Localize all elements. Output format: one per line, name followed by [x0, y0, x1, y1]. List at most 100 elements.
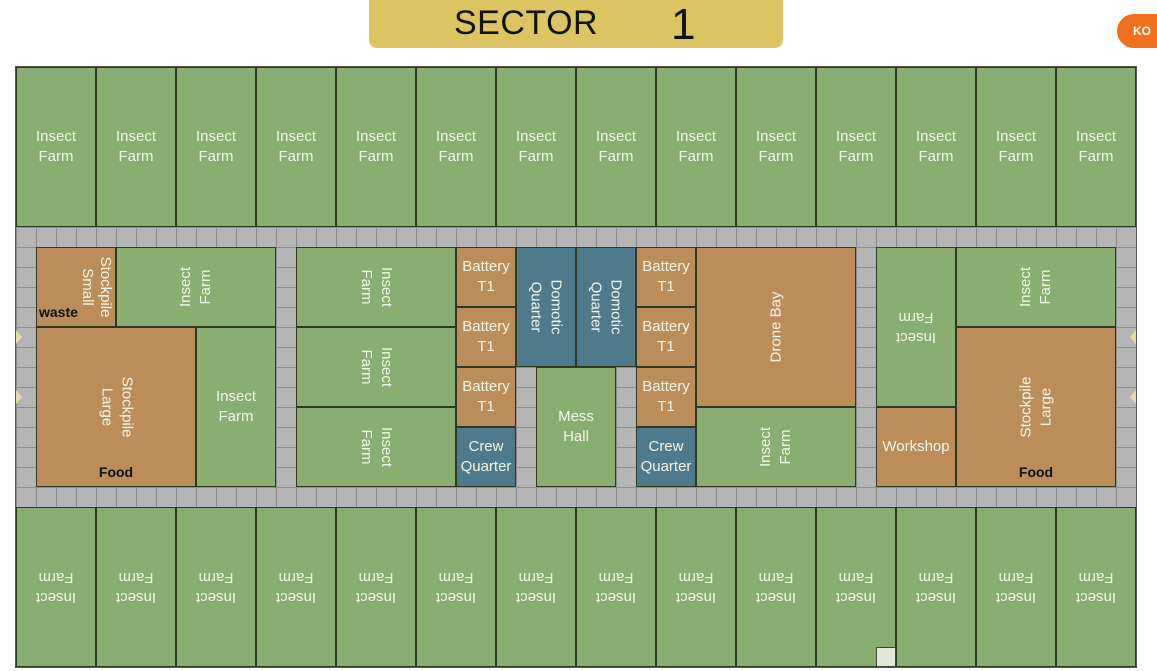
room-insect-farm-top[interactable]: Insect Farm — [416, 67, 496, 227]
room-domotic-quarter[interactable]: Domotic Quarter — [516, 247, 576, 367]
room-insect-farm-top[interactable]: Insect Farm — [816, 67, 896, 227]
room-insect-farm-top[interactable]: Insect Farm — [16, 67, 96, 227]
room-insect-farm-bottom[interactable]: Insect Farm — [96, 507, 176, 667]
door-left-2-icon[interactable] — [16, 390, 22, 404]
room-crew-quarter[interactable]: Crew Quarter — [456, 427, 516, 487]
room-label: Insect Farm — [755, 569, 797, 606]
room-label: Crew Quarter — [640, 438, 692, 475]
room-label: Battery T1 — [642, 258, 690, 295]
room-insect-farm-top[interactable]: Insect Farm — [896, 67, 976, 227]
room-label: Insect Farm — [358, 346, 395, 388]
room-label: Insect Farm — [915, 569, 957, 606]
sector-number: 1 — [671, 0, 696, 49]
room-label: Insect Farm — [355, 569, 397, 606]
room-label: Insect Farm — [355, 128, 397, 165]
room-domotic-quarter[interactable]: Domotic Quarter — [576, 247, 636, 367]
room-label: Stockpile Large — [98, 376, 135, 438]
room-insect-farm-bottom[interactable]: Insect Farm — [256, 507, 336, 667]
room-drone-bay[interactable]: Drone Bay — [696, 247, 856, 407]
room-insect-farm-bottom[interactable]: Insect Farm — [416, 507, 496, 667]
room-label: Insect Farm — [195, 569, 237, 606]
room-workshop[interactable]: Workshop — [876, 407, 956, 487]
door-left-1-icon[interactable] — [16, 330, 22, 344]
room-label: Insect Farm — [177, 266, 214, 308]
room-insect-farm-top[interactable]: Insect Farm — [1056, 67, 1136, 227]
room-label: Insect Farm — [1075, 569, 1117, 606]
room-insect-farm-bottom[interactable]: Insect Farm — [496, 507, 576, 667]
sector-title-bar: SECTOR 1 — [369, 0, 783, 49]
room-insect-farm-bottom[interactable]: Insect Farm — [656, 507, 736, 667]
room-insect-farm-bottom[interactable]: Insect Farm — [896, 507, 976, 667]
room-label: Insect Farm — [275, 128, 317, 165]
room-label: Insect Farm — [757, 426, 794, 468]
room-label: Insect Farm — [995, 128, 1037, 165]
room-label: Crew Quarter — [460, 438, 512, 475]
room-label: Insect Farm — [35, 569, 77, 606]
room-insect-farm[interactable]: Insect Farm — [296, 407, 456, 487]
storage-content-label: Food — [1018, 464, 1054, 480]
room-insect-farm-top[interactable]: Insect Farm — [96, 67, 176, 227]
room-label: Insect Farm — [915, 128, 957, 165]
room-crew-quarter[interactable]: Crew Quarter — [636, 427, 696, 487]
room-insect-farm-top[interactable]: Insect Farm — [576, 67, 656, 227]
room-label: Insect Farm — [358, 266, 395, 308]
room-insect-farm-bottom[interactable]: Insect Farm — [976, 507, 1056, 667]
room-insect-farm-bottom[interactable]: Insect Farm — [576, 507, 656, 667]
room-insect-farm[interactable]: Insect Farm — [696, 407, 856, 487]
room-label: Battery T1 — [642, 318, 690, 355]
room-label: Battery T1 — [462, 378, 510, 415]
sector-title: SECTOR — [454, 4, 599, 42]
room-insect-farm[interactable]: Insect Farm — [196, 327, 276, 487]
room-insect-farm-bottom[interactable]: Insect Farm — [16, 507, 96, 667]
room-insect-farm-bottom[interactable]: Insect Farm — [176, 507, 256, 667]
room-insect-farm[interactable]: Insect Farm — [116, 247, 276, 327]
room-insect-farm-bottom[interactable]: Insect Farm — [1056, 507, 1136, 667]
room-label: Insect Farm — [1075, 128, 1117, 165]
room-label: Insect Farm — [755, 128, 797, 165]
room-label: Insect Farm — [1017, 266, 1054, 308]
room-insect-farm[interactable]: Insect Farm — [296, 327, 456, 407]
room-mess-hall[interactable]: Mess Hall — [536, 367, 616, 487]
room-battery-t1[interactable]: Battery T1 — [456, 247, 516, 307]
room-label: Mess Hall — [558, 408, 594, 445]
room-insect-farm-top[interactable]: Insect Farm — [176, 67, 256, 227]
room-insect-farm-top[interactable]: Insect Farm — [496, 67, 576, 227]
door-right-2-icon[interactable] — [1130, 390, 1136, 404]
room-label: Insect Farm — [115, 569, 157, 606]
room-insect-farm-bottom[interactable]: Insect Farm — [816, 507, 896, 667]
room-insect-farm-bottom[interactable]: Insect Farm — [736, 507, 816, 667]
room-insect-farm-top[interactable]: Insect Farm — [736, 67, 816, 227]
room-label: Battery T1 — [462, 318, 510, 355]
room-insect-farm[interactable]: Insect Farm — [296, 247, 456, 327]
build-marker[interactable] — [876, 647, 896, 667]
room-label: Battery T1 — [462, 258, 510, 295]
room-label: Insect Farm — [435, 128, 477, 165]
room-battery-t1[interactable]: Battery T1 — [456, 307, 516, 367]
room-battery-t1[interactable]: Battery T1 — [636, 307, 696, 367]
room-label: Insect Farm — [215, 388, 257, 425]
room-insect-farm[interactable]: Insect Farm — [876, 247, 956, 407]
room-label: Domotic Quarter — [527, 279, 565, 335]
room-insect-farm-top[interactable]: Insect Farm — [336, 67, 416, 227]
room-battery-t1[interactable]: Battery T1 — [636, 247, 696, 307]
room-insect-farm-bottom[interactable]: Insect Farm — [336, 507, 416, 667]
room-label: Insect Farm — [115, 128, 157, 165]
room-battery-t1[interactable]: Battery T1 — [636, 367, 696, 427]
room-label: Drone Bay — [767, 291, 784, 363]
room-label: Insect Farm — [435, 569, 477, 606]
room-insect-farm-top[interactable]: Insect Farm — [656, 67, 736, 227]
room-label: Insect Farm — [35, 128, 77, 165]
storage-content-label: Food — [98, 464, 134, 480]
door-right-1-icon[interactable] — [1130, 330, 1136, 344]
room-label: Domotic Quarter — [587, 279, 625, 335]
storage-content-label: waste — [39, 304, 78, 320]
ko-button[interactable]: KO — [1117, 14, 1157, 48]
room-insect-farm[interactable]: Insect Farm — [956, 247, 1116, 327]
room-battery-t1[interactable]: Battery T1 — [456, 367, 516, 427]
room-insect-farm-top[interactable]: Insect Farm — [256, 67, 336, 227]
room-insect-farm-top[interactable]: Insect Farm — [976, 67, 1056, 227]
